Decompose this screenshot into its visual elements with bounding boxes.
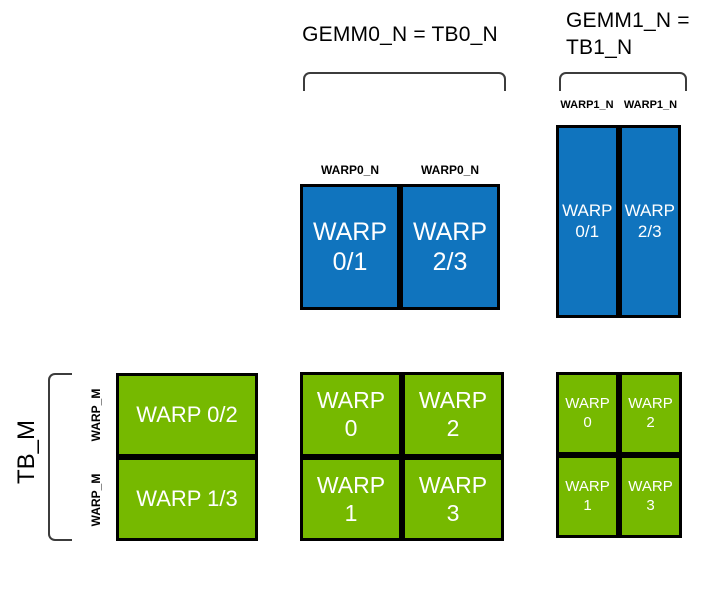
warp-1-3-row-cell: WARP 1/3 [116,457,258,541]
warp-cell-sublabel: 0/1 [575,221,600,241]
warp-cell-sublabel: 0/1 [332,248,368,276]
warp-cell-sublabel: 3 [646,496,655,514]
warp-cell-sublabel: 1 [583,496,592,514]
warp-cell-label: WARP [565,395,610,413]
warp-0-cell: WARP 0 [556,372,619,455]
warp-cell-label: WARP 1/3 [136,485,238,511]
warp-cell-label: WARP [316,471,386,498]
warp-cell-sublabel: 3 [446,499,460,526]
gemm1-n-title-line1: GEMM1_N = [566,9,690,32]
warp-2-cell: WARP 2 [619,372,682,455]
warp0-n-label-right: WARP0_N [420,163,479,177]
warp-cell-label: WARP [624,200,675,220]
warp-cell-sublabel: 0 [344,415,358,442]
warp-cell-label: WARP [565,478,610,496]
warp-3-cell: WARP 3 [402,456,504,541]
warp-3-cell: WARP 3 [619,455,682,538]
warp-cell-label: WARP [628,478,673,496]
gemm0-warp-grid: WARP 0 WARP 2 WARP 1 WARP 3 [300,372,504,541]
warp1-n-label-left: WARP1_N [560,99,614,111]
tb-m-warp-rows-block: WARP 0/2 WARP 1/3 [116,373,258,541]
warp-cell-label: WARP [316,387,386,414]
warp-cell-sublabel: 1 [344,499,358,526]
gemm0-accumulator-block: WARP 0/1 WARP 2/3 [300,184,500,310]
gemm0-n-title: GEMM0_N = TB0_N [302,23,498,46]
warp1-n-label-right: WARP1_N [623,99,678,111]
warp-cell-label: WARP [628,395,673,413]
tb-m-bracket [48,373,72,541]
warp-2-cell: WARP 2 [402,372,504,457]
warp-cell-sublabel: 2/3 [637,221,662,241]
gemm0-warp-0-1-cell: WARP 0/1 [300,184,400,310]
warp-m-label-bottom: WARP_M [89,473,103,527]
warp-cell-label: WARP [312,217,388,246]
warp-cell-label: WARP [418,387,488,414]
warp-cell-label: WARP [412,217,488,246]
gemm1-warp-grid: WARP 0 WARP 2 WARP 1 WARP 3 [556,372,682,538]
gemm1-accumulator-block: WARP 0/1 WARP 2/3 [556,125,681,318]
warp-cell-label: WARP [418,471,488,498]
gemm1-warp-2-3-cell: WARP 2/3 [618,125,681,318]
warp-0-cell: WARP 0 [300,372,402,457]
gemm1-warp-0-1-cell: WARP 0/1 [556,125,619,318]
tb-m-label: TB_M [13,419,40,485]
gemm1-n-title-line2: TB1_N [566,36,633,59]
warp0-n-label-left: WARP0_N [320,163,379,177]
warp-cell-sublabel: 2 [646,413,655,431]
warp-1-cell: WARP 1 [556,455,619,538]
gemm0-warp-2-3-cell: WARP 2/3 [400,184,500,310]
warp-cell-sublabel: 2 [446,415,460,442]
gemm1-n-bracket [559,72,687,91]
gemm1-n-title: GEMM1_N = TB1_N [566,7,690,61]
warp-cell-sublabel: 0 [583,413,592,431]
warp-m-label-top: WARP_M [89,388,103,442]
warp-cell-label: WARP [562,200,613,220]
warp-0-2-row-cell: WARP 0/2 [116,373,258,457]
warp-cell-label: WARP 0/2 [136,401,238,427]
warp-cell-sublabel: 2/3 [432,248,468,276]
gemm0-n-bracket [303,72,506,91]
warp-1-cell: WARP 1 [300,456,402,541]
